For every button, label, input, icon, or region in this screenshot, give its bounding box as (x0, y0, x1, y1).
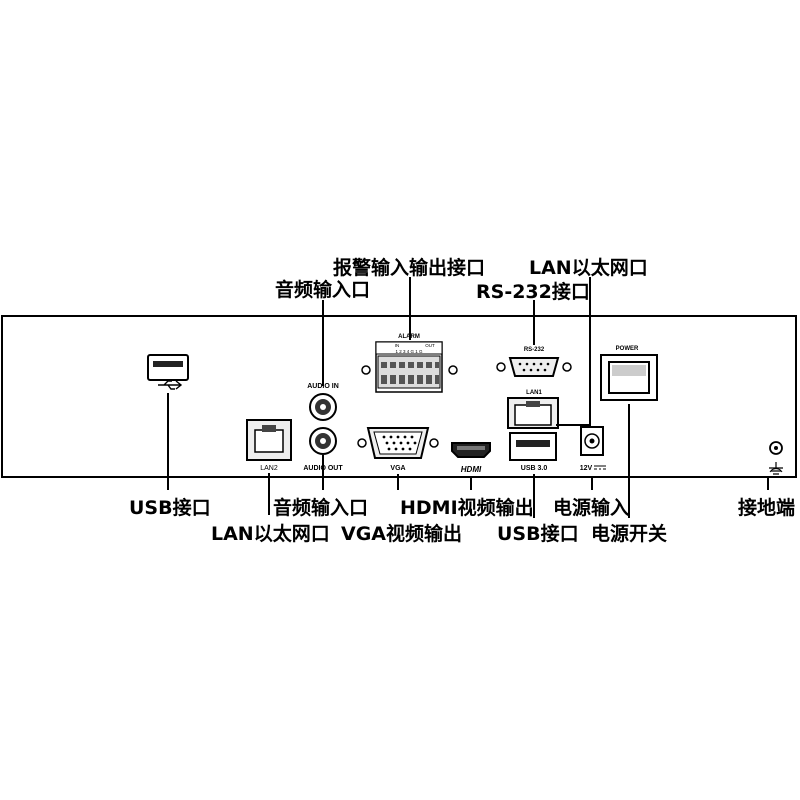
hdmi-marking: HDMI (461, 465, 482, 474)
label-power-in: 电源输入 (553, 497, 630, 519)
alarm-screw-right (448, 365, 458, 375)
label-audio-out: 音频输入口 (273, 497, 369, 519)
alarm-terminal-block[interactable] (375, 341, 443, 393)
ground-symbol-icon (769, 462, 783, 475)
usb3-port[interactable] (509, 432, 557, 461)
audio-in-marking: AUDIO IN (307, 383, 339, 390)
usb-symbol-icon (158, 380, 183, 390)
alarm-screw-left (361, 365, 371, 375)
alarm-pins-marking: 1 2 3 4 G 1 G (395, 349, 423, 354)
usb-port-1[interactable] (147, 354, 189, 381)
label-rs232: RS-232接口 (476, 281, 590, 303)
label-ground: 接地端 (738, 497, 796, 519)
rs232-marking: RS-232 (524, 347, 545, 353)
power-marking: POWER (616, 346, 639, 352)
ground-terminal[interactable] (769, 441, 783, 455)
alarm-out-marking: OUT (425, 343, 435, 348)
label-hdmi: HDMI视频输出 (400, 497, 534, 519)
label-vga: VGA视频输出 (341, 523, 463, 545)
label-usb-front: USB接口 (129, 497, 211, 519)
label-lan1: LAN以太网口 (529, 257, 648, 279)
audio-out-jack[interactable] (309, 427, 337, 455)
dc-marking: 12V (580, 465, 593, 472)
callout-lines (167, 277, 769, 518)
lan2-marking: LAN2 (260, 465, 278, 472)
usb3-marking: USB 3.0 (521, 465, 548, 472)
audio-in-jack[interactable] (309, 393, 337, 421)
label-alarm-io: 报警输入输出接口 (333, 257, 486, 279)
dc-symbol-icon (594, 465, 606, 470)
hdmi-port[interactable] (451, 442, 491, 458)
lan1-port[interactable] (507, 397, 559, 429)
lan2-port[interactable] (246, 419, 292, 461)
dc-power-jack[interactable] (580, 426, 604, 456)
power-switch[interactable] (600, 354, 658, 401)
label-usb3: USB接口 (497, 523, 579, 545)
label-power-switch: 电源开关 (591, 523, 668, 545)
lan1-marking: LAN1 (526, 390, 542, 396)
label-lan2: LAN以太网口 (211, 523, 330, 545)
vga-marking: VGA (390, 465, 405, 472)
alarm-in-marking: IN (395, 343, 400, 348)
label-audio-in: 音频输入口 (275, 279, 371, 301)
vga-port[interactable] (357, 427, 439, 459)
rs232-port[interactable] (496, 357, 572, 377)
